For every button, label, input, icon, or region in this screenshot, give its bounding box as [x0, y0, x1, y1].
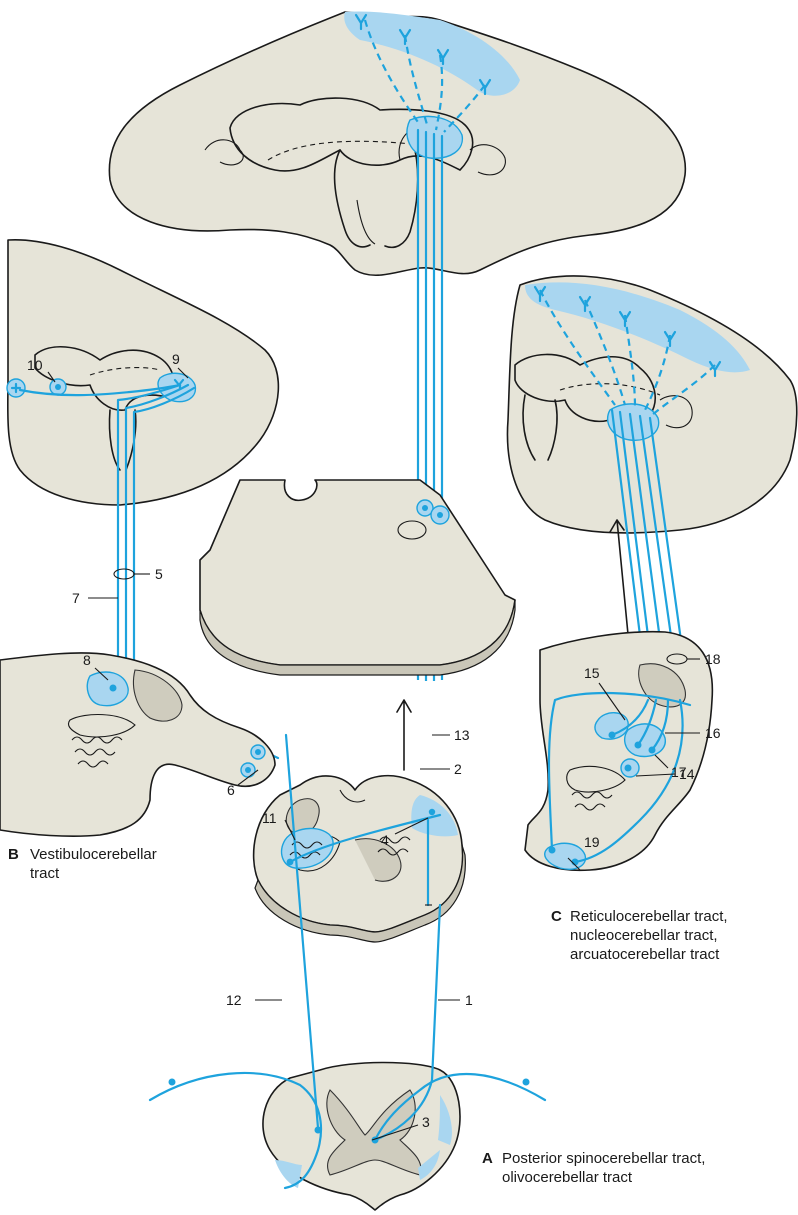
medulla-section-middle	[254, 776, 466, 942]
label-1: 1	[465, 992, 473, 1008]
label-11: 11	[262, 810, 277, 826]
caption-c-line3: arcuatocerebellar tract	[570, 945, 719, 964]
medulla-block	[200, 480, 515, 675]
label-15: 15	[584, 665, 600, 681]
label-13: 13	[454, 727, 470, 743]
label-4: 4	[381, 832, 389, 848]
caption-c-line2: nucleocerebellar tract,	[570, 926, 718, 945]
label-8: 8	[83, 652, 91, 668]
label-18: 18	[705, 651, 721, 667]
caption-b-letter: B	[8, 846, 19, 863]
caption-c-line1: Reticulocerebellar tract,	[570, 907, 728, 926]
label-17: 17	[671, 764, 687, 780]
caption-c-letter: C	[551, 908, 562, 925]
label-5: 5	[155, 566, 163, 582]
label-6: 6	[227, 782, 235, 798]
cerebellum-top	[109, 11, 685, 275]
caption-a-letter: A	[482, 1150, 493, 1167]
caption-b-line2: tract	[30, 864, 59, 883]
label-2: 2	[454, 761, 462, 777]
medulla-section-left	[0, 653, 275, 836]
label-19: 19	[584, 834, 600, 850]
vestibular-nucleus-8	[87, 672, 128, 706]
label-10: 10	[27, 357, 43, 373]
label-3: 3	[422, 1114, 430, 1130]
label-7: 7	[72, 590, 80, 606]
medulla-section-right	[525, 632, 712, 871]
label-16: 16	[705, 725, 721, 741]
label-12: 12	[226, 992, 242, 1008]
caption-a-line2: olivocerebellar tract	[502, 1168, 632, 1187]
arrow-up	[397, 700, 411, 770]
caption-a-line1: Posterior spinocerebellar tract,	[502, 1149, 705, 1168]
label-9: 9	[172, 351, 180, 367]
caption-b-line1: Vestibulocerebellar	[30, 845, 157, 864]
